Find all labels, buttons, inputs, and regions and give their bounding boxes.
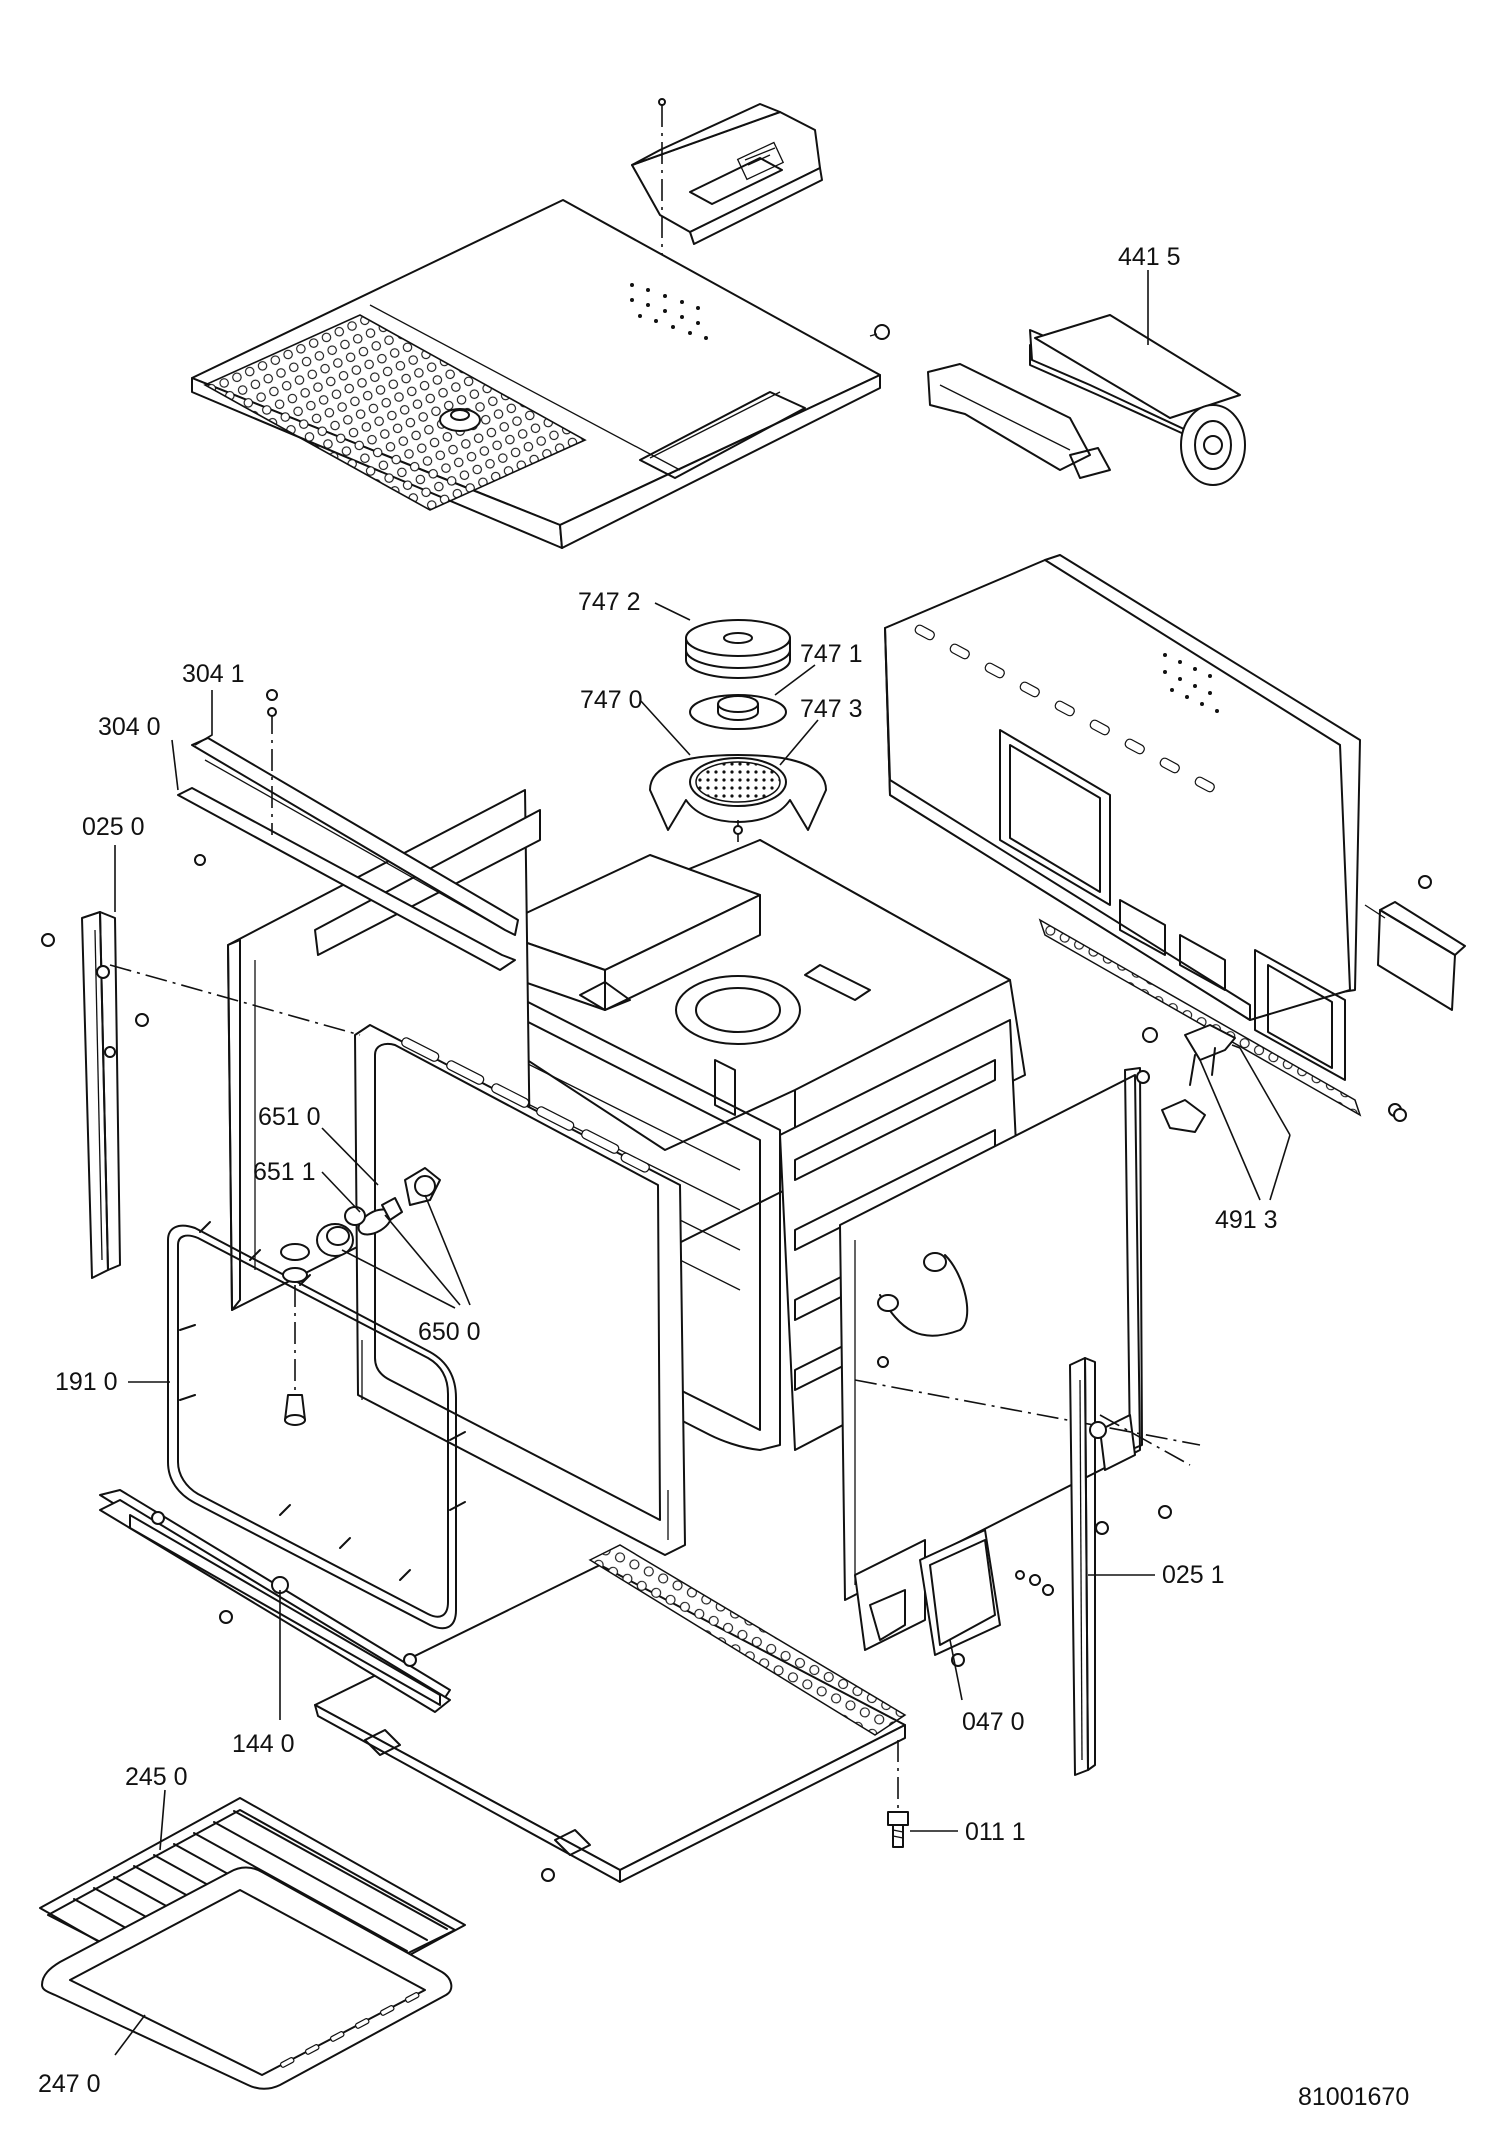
screw-icon: [869, 324, 890, 340]
left-trim-strip-part: [81, 911, 121, 1279]
fan-guard-part: [649, 754, 827, 831]
callout-011-1: 011 1: [965, 1818, 1026, 1846]
callout-651-1: 651 1: [253, 1158, 316, 1186]
mounting-bracket-part: [1142, 1024, 1236, 1133]
fan-cover-part: [685, 619, 791, 679]
callout-025-1: 025 1: [1162, 1561, 1225, 1589]
screw-icon: [658, 98, 666, 106]
screw-icon: [1393, 1108, 1407, 1122]
callout-025-0: 025 0: [82, 813, 145, 841]
screw-icon: [1418, 875, 1432, 889]
door-seal-gasket-part: [167, 1221, 466, 1630]
bracket-part: [1364, 901, 1466, 1011]
callout-651-0: 651 0: [258, 1103, 321, 1131]
leader-lines: [114, 270, 1291, 2056]
lamp-bulb-part: [357, 1197, 403, 1236]
control-box-part: [631, 103, 823, 245]
callout-304-1: 304 1: [182, 660, 245, 688]
callout-245-0: 245 0: [125, 1763, 188, 1791]
baking-tray-part: [41, 1866, 453, 2090]
callout-247-0: 247 0: [38, 2070, 101, 2098]
callout-491-3: 491 3: [1215, 1206, 1278, 1234]
screw-icon: [219, 1610, 233, 1624]
fan-motor-part: [927, 314, 1246, 486]
screw-icon: [1136, 1070, 1150, 1084]
drawing-code: 81001670: [1298, 2083, 1409, 2111]
screw-icon: [541, 1868, 555, 1882]
right-trim-strip-part: [1069, 1357, 1109, 1776]
callout-191-0: 191 0: [55, 1368, 118, 1396]
screw-icon: [194, 854, 206, 866]
callout-047-0: 047 0: [962, 1708, 1025, 1736]
callout-747-1: 747 1: [800, 640, 863, 668]
lamp-fitting-part: [280, 1243, 310, 1426]
callout-labels: 441 5 747 2 747 1 747 0 747 3 304 1 304 …: [38, 243, 1409, 2111]
top-cover-panel-part: [191, 199, 881, 549]
callout-747-0: 747 0: [580, 686, 643, 714]
lower-hinge-rail-part: [99, 1489, 451, 1713]
right-side-panel-part: [839, 1067, 1201, 1601]
foot-screw-part: [887, 1811, 909, 1848]
screw-icon: [41, 933, 55, 947]
screw-icon: [1158, 1505, 1172, 1519]
lamp-holder-part: [404, 1167, 441, 1206]
screw-icon: [1042, 1584, 1054, 1596]
screw-icon: [135, 1013, 149, 1027]
screw-icon: [877, 1356, 889, 1368]
callout-747-3: 747 3: [800, 695, 863, 723]
callout-144-0: 144 0: [232, 1730, 295, 1758]
front-frame-part: [354, 1024, 686, 1556]
rear-panel-part: [884, 554, 1362, 1117]
screw-icon: [266, 689, 278, 701]
callout-747-2: 747 2: [578, 588, 641, 616]
callout-650-0: 650 0: [418, 1318, 481, 1346]
callout-441-5: 441 5: [1118, 243, 1181, 271]
door-hinge-part: [854, 1529, 1041, 1656]
bottom-panel-part: [314, 1544, 907, 1883]
fan-blade-part: [689, 694, 787, 730]
callout-304-0: 304 0: [98, 713, 161, 741]
